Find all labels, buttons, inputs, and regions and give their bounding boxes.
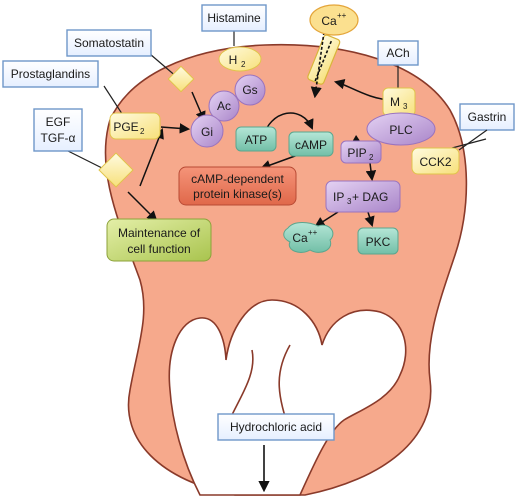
egf-label: EGF [46, 115, 71, 129]
ip3-label-rest: + DAG [352, 190, 388, 204]
pkc-box: PKC [357, 227, 399, 255]
calcium-channel [307, 34, 341, 85]
m3-receptor: M 3 [382, 87, 416, 117]
kinase-line2: protein kinase(s) [193, 187, 282, 201]
egf-tgf-label-box: EGF TGF-α [33, 108, 83, 152]
ca-int-label-base: Ca [292, 231, 308, 245]
calcium-channel-arrow [310, 31, 325, 99]
h2-receptor: H 2 [218, 46, 262, 72]
somatostatin-label-box: Somatostatin [66, 29, 152, 57]
atp-label: ATP [245, 133, 267, 147]
gs-label: Gs [242, 83, 257, 97]
atp-box: ATP [235, 126, 277, 152]
plc-enzyme: PLC [366, 112, 436, 146]
pkc-label: PKC [366, 235, 391, 249]
canaliculus [168, 299, 407, 496]
pge2-box: PGE 2 [109, 112, 161, 140]
somatostatin-receptor [167, 65, 195, 93]
gs-protein: Gs [234, 74, 266, 106]
maintenance-box: Maintenance of cell function [106, 218, 212, 262]
egf-receptor [98, 152, 134, 188]
pge2-label-base: PGE [113, 120, 138, 134]
kinase-line1: cAMP-dependent [191, 172, 284, 186]
prostaglandins-label: Prostaglandins [11, 67, 90, 81]
ac-label: Ac [217, 99, 231, 113]
maintenance-line2: cell function [127, 242, 190, 256]
pip2-label-base: PIP [347, 146, 366, 160]
h2-label-sub: 2 [241, 60, 246, 69]
gi-label: Gi [201, 125, 213, 139]
somatostatin-label: Somatostatin [74, 36, 144, 50]
ca-int-label-sup: ++ [308, 228, 318, 237]
hcl-label-box: Hydrochloric acid [217, 413, 335, 441]
gastrin-label: Gastrin [468, 110, 507, 124]
gastrin-label-box: Gastrin [459, 103, 515, 131]
maintenance-line1: Maintenance of [118, 226, 201, 240]
gastrin-connector [458, 129, 488, 151]
cck2-label: CCK2 [419, 155, 451, 169]
adenylyl-cyclase: Ac [208, 90, 240, 122]
pip2-label-sub: 2 [369, 153, 374, 162]
ach-label: ACh [386, 46, 409, 60]
hcl-label: Hydrochloric acid [230, 420, 322, 434]
ip3-dag-box: IP 3 + DAG [325, 180, 401, 213]
ca-ext-label-sup: ++ [337, 11, 347, 20]
camp-dependent-kinase-box: cAMP-dependent protein kinase(s) [178, 166, 297, 206]
camp-label: cAMP [295, 138, 327, 152]
pge2-label-sub: 2 [140, 127, 145, 136]
m3-label-base: M [390, 95, 400, 109]
ca-ext-label-base: Ca [321, 14, 337, 28]
cck2-receptor: CCK2 [411, 147, 460, 175]
plc-label: PLC [389, 123, 413, 137]
histamine-label: Histamine [207, 11, 261, 25]
tgf-label: TGF-α [41, 131, 76, 145]
h2-label-base: H [229, 53, 238, 67]
ip3-label-base: IP [333, 190, 344, 204]
intracellular-calcium: Ca ++ [283, 222, 334, 253]
pip2-box: PIP 2 [340, 140, 382, 164]
camp-box: cAMP [288, 131, 334, 157]
ach-label-box: ACh [377, 40, 419, 66]
prostaglandins-label-box: Prostaglandins [2, 60, 99, 88]
ip3-label-sub: 3 [347, 197, 352, 206]
m3-label-sub: 3 [403, 102, 408, 111]
histamine-label-box: Histamine [201, 4, 267, 32]
extracellular-calcium: Ca ++ [309, 4, 359, 36]
gi-protein: Gi [190, 114, 224, 148]
